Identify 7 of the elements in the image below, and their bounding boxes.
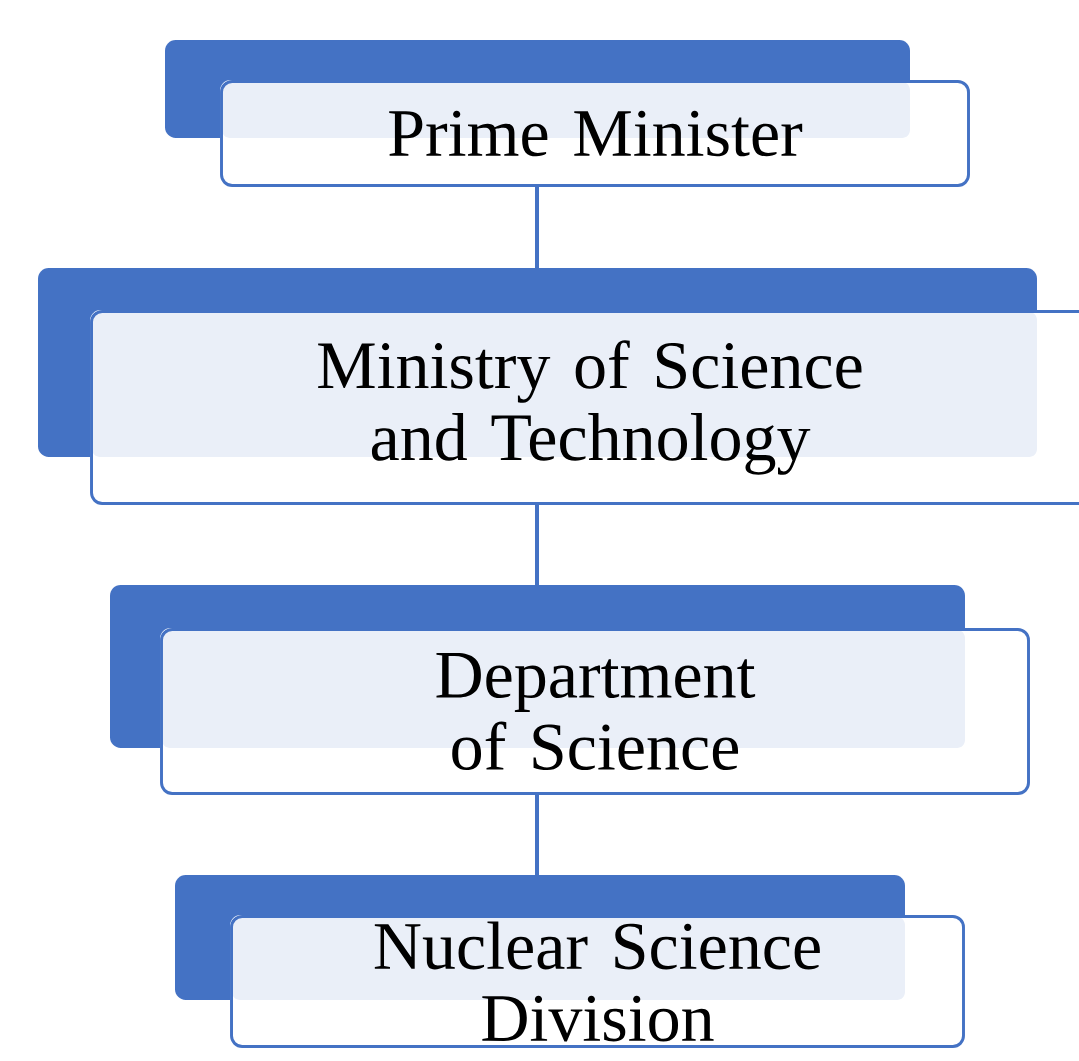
org-box: Ministry of Science and Technology (38, 268, 1079, 505)
connector-line (535, 186, 539, 268)
connector-line (535, 504, 539, 585)
org-box: Department of Science (110, 585, 1030, 795)
connector-line (535, 794, 539, 875)
org-box: Nuclear Science Division (175, 875, 965, 1048)
org-box: Prime Minister (165, 40, 970, 187)
